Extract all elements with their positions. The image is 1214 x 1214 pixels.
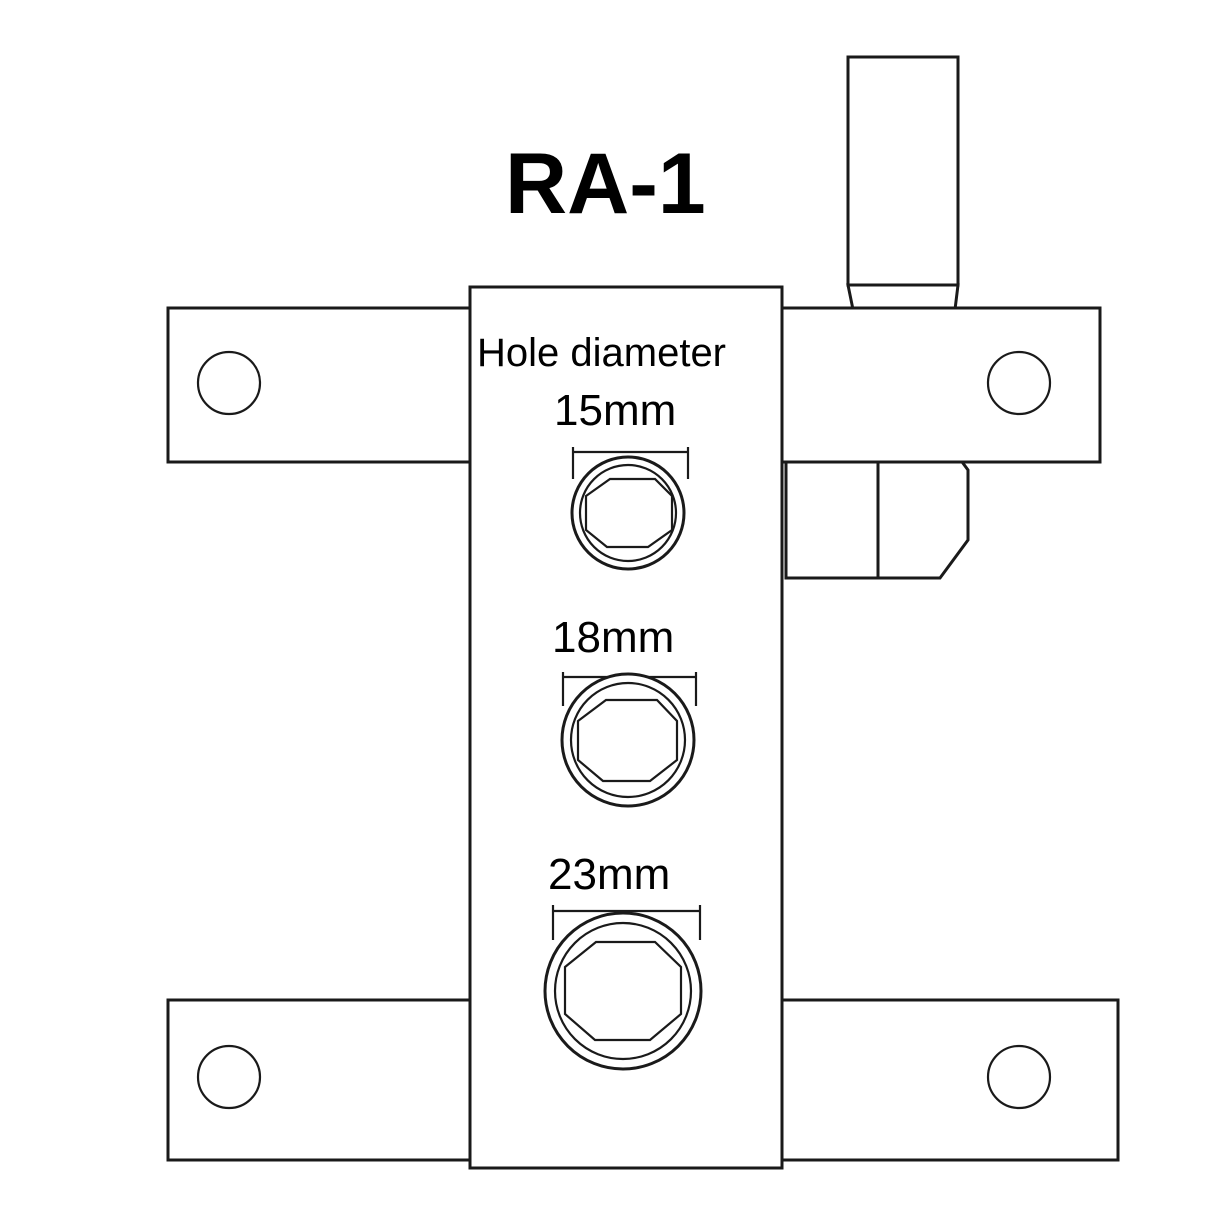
hole-23mm-label: 23mm <box>548 850 670 899</box>
hole-18mm-socket-profile <box>576 698 679 783</box>
hole-15mm-socket-profile <box>584 477 674 549</box>
hole-18mm-label: 18mm <box>552 613 674 662</box>
page-title: RA-1 <box>505 136 706 232</box>
hole-15mm-inner-ring <box>578 463 678 563</box>
hole-diameter-caption: Hole diameter <box>477 331 726 375</box>
lower-bar-right-hole <box>986 1044 1052 1110</box>
hole-15mm-outer-ring <box>570 455 686 571</box>
hole-15mm-group <box>570 447 690 571</box>
wrench-handle <box>846 55 960 287</box>
hole-23mm-inner-ring <box>553 921 693 1061</box>
upper-bar-left-hole <box>196 350 262 416</box>
hole-18mm-group <box>560 672 698 808</box>
hole-23mm-group <box>543 905 703 1071</box>
hole-15mm-label: 15mm <box>554 386 676 435</box>
hole-23mm-socket-profile <box>563 940 683 1042</box>
lower-bar-left-hole <box>196 1044 262 1110</box>
hole-23mm-outer-ring <box>543 911 703 1071</box>
hole-18mm-inner-ring <box>569 681 687 799</box>
hole-18mm-outer-ring <box>560 672 696 808</box>
upper-bar-right-hole <box>986 350 1052 416</box>
